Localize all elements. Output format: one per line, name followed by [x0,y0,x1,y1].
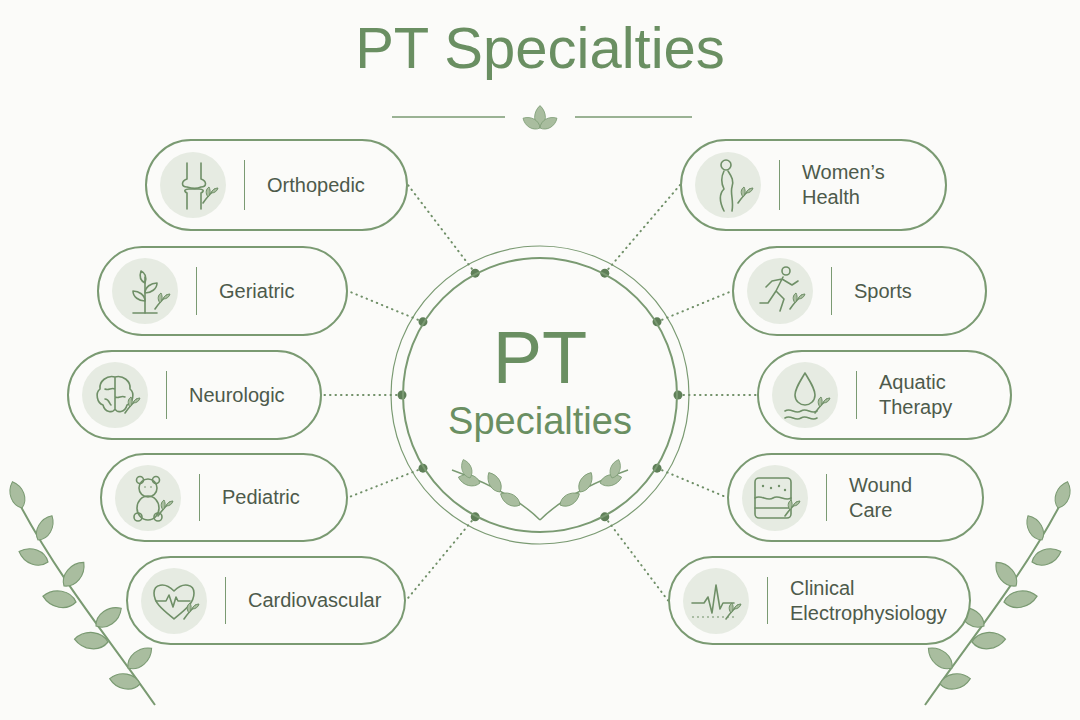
specialty-pill: Neurologic [67,350,322,440]
specialty-label: Aquatic Therapy [879,370,979,420]
dotted-connector [600,185,680,278]
specialty-pill: Cardiovascular [126,556,406,645]
specialty-icon [746,257,814,325]
specialty-label: Orthopedic [267,173,365,198]
specialty-pill: Women’s Health [680,139,947,231]
dotted-connector [348,464,427,498]
divider-line [199,474,200,522]
specialty-icon [159,151,227,219]
specialty-pill: Aquatic Therapy [757,350,1012,440]
specialty-label: Clinical Electrophysiology [790,576,960,626]
specialty-label: Cardiovascular [248,588,381,613]
specialty-pill: Wound Care [727,453,984,542]
dotted-connector [674,391,758,400]
dotted-connector [600,512,668,600]
specialty-icon [694,151,762,219]
divider-line [225,577,226,625]
dotted-connector [406,512,480,600]
specialty-label: Sports [854,279,912,304]
specialty-label: Pediatric [222,485,300,510]
dotted-connector [653,464,727,498]
specialty-label: Neurologic [189,383,285,408]
hub-subheading: Specialties [448,399,632,445]
specialty-icon [140,567,208,635]
dotted-connector [653,291,732,326]
specialty-label: Geriatric [219,279,295,304]
divider-line [779,160,780,209]
specialty-pill: Pediatric [100,453,348,542]
divider-line [767,577,768,625]
hub-circle: PTSpecialties [402,257,678,533]
hub-heading: PT [493,321,588,395]
divider-line [244,160,245,209]
specialty-pill: Sports [732,246,987,336]
divider-line [196,267,197,315]
specialty-icon [771,361,839,429]
specialty-icon [682,567,750,635]
specialty-icon [114,464,182,532]
specialty-icon [111,257,179,325]
specialty-label: Wound Care [849,473,929,523]
divider-line [826,474,827,522]
specialty-label: Women’s Health [802,160,902,210]
specialty-icon [81,361,149,429]
specialty-icon [741,464,809,532]
divider-line [856,371,857,419]
title: PT Specialties [0,14,1080,81]
specialty-pill: Geriatric [97,246,348,336]
dotted-connector [348,291,427,326]
dotted-connector [322,391,407,400]
dotted-connector [408,185,480,278]
divider-line [166,371,167,419]
specialty-pill: Clinical Electrophysiology [668,556,971,645]
specialty-pill: Orthopedic [145,139,408,231]
divider-line [831,267,832,315]
